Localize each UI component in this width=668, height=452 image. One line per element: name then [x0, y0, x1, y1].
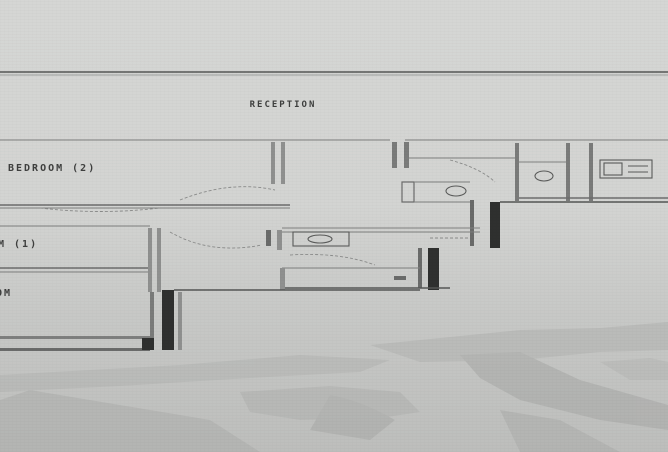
middle-bath-block	[169, 227, 480, 266]
stepped-exterior-wall-left	[0, 289, 420, 351]
label-reception: RECEPTION	[250, 100, 317, 110]
label-partial-room: OM	[0, 288, 12, 299]
bedroom-2-walls	[0, 142, 290, 212]
stepped-exterior-wall-right	[470, 200, 668, 248]
label-bedroom-1: M (1)	[0, 239, 38, 250]
top-exterior-wall	[0, 71, 668, 76]
watermark-shapes	[0, 322, 668, 452]
label-bedroom-2: BEDROOM (2)	[8, 163, 96, 174]
bedroom-1-walls	[0, 225, 161, 292]
stepped-exterior-wall-middle	[280, 248, 450, 290]
right-bath-block	[515, 143, 668, 201]
corridor-block	[392, 142, 518, 203]
